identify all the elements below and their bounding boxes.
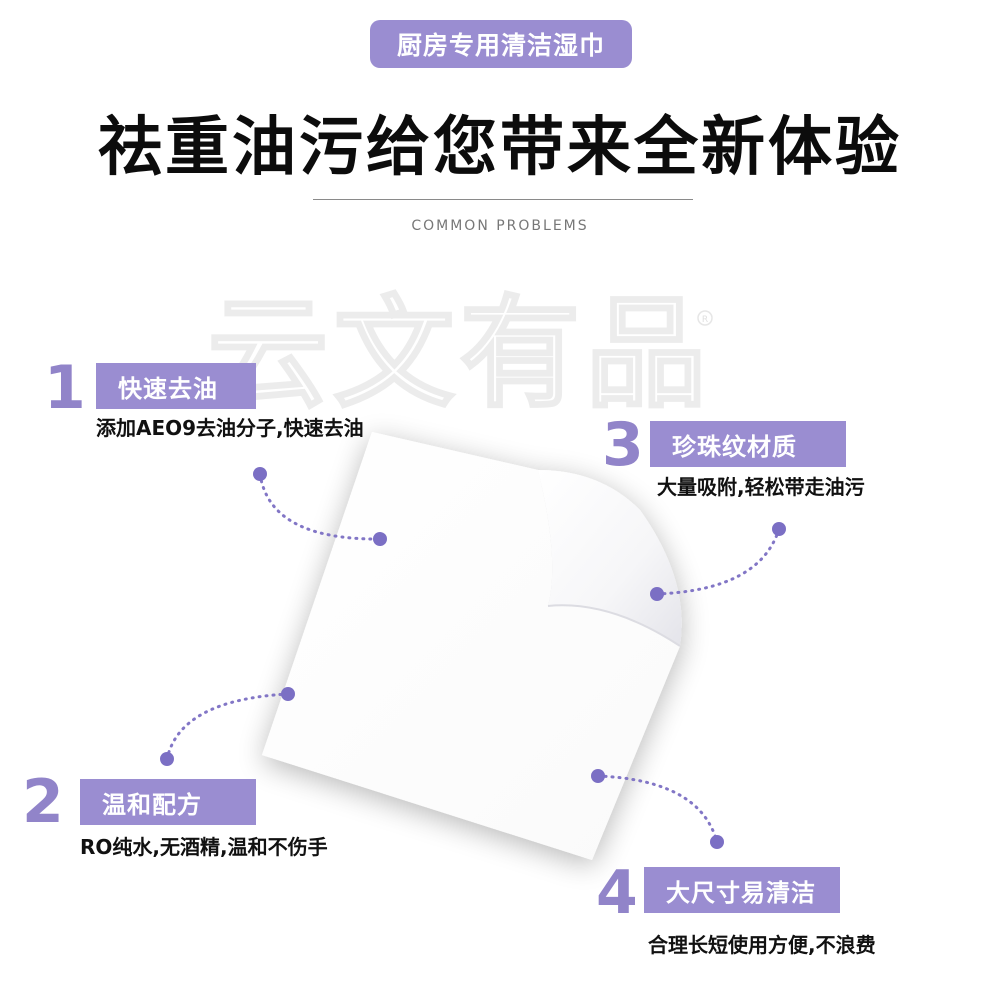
- connector-dot: [710, 835, 724, 849]
- category-badge: 厨房专用清洁湿巾: [370, 20, 632, 68]
- feature-description: RO纯水,无酒精,温和不伤手: [80, 835, 328, 859]
- feature-number: 1: [44, 353, 86, 423]
- connector-dot: [772, 522, 786, 536]
- connector-dot: [253, 467, 267, 481]
- feature-title: 快速去油: [96, 363, 256, 409]
- connector-dot: [160, 752, 174, 766]
- feature-number: 3: [602, 410, 644, 480]
- connector-dot: [591, 769, 605, 783]
- connector-dot: [281, 687, 295, 701]
- connector-dot: [373, 532, 387, 546]
- feature-title: 珍珠纹材质: [650, 421, 846, 467]
- feature-description: 添加AEO9去油分子,快速去油: [96, 416, 364, 440]
- feature-number: 2: [22, 767, 64, 837]
- page-subtitle: COMMON PROBLEMS: [411, 218, 589, 234]
- feature-number: 4: [596, 858, 638, 928]
- feature-description: 大量吸附,轻松带走油污: [657, 475, 865, 499]
- feature-title: 大尺寸易清洁: [644, 867, 840, 913]
- wipe-sheet: [262, 432, 680, 860]
- wipe-curled-corner: [538, 470, 682, 646]
- feature-title: 温和配方: [80, 779, 256, 825]
- divider: [313, 199, 693, 200]
- connector-dot: [650, 587, 664, 601]
- page-title: 祛重油污给您带来全新体验: [98, 111, 902, 185]
- feature-description: 合理长短使用方便,不浪费: [648, 933, 876, 957]
